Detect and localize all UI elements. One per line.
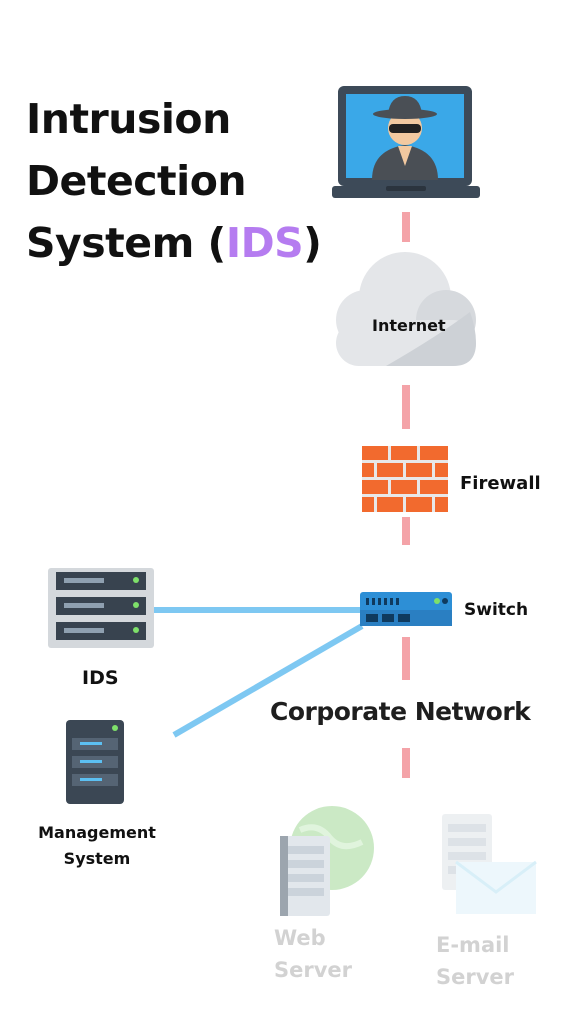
link-internet-firewall <box>402 385 410 429</box>
corporate-network-label: Corporate Network <box>270 697 531 726</box>
link-switch-network <box>402 637 410 680</box>
trunk-links <box>402 212 410 778</box>
web-server-label-line-2: Server <box>274 958 353 982</box>
switch-label: Switch <box>464 600 529 620</box>
email-server-icon <box>442 814 537 914</box>
link-network-servers <box>402 748 410 778</box>
management-label: Management System <box>0 820 194 872</box>
cloud-icon <box>336 252 476 366</box>
brick-wall-icon <box>362 446 448 512</box>
server-tower-icon <box>66 720 124 804</box>
web-server-label-line-1: Web <box>274 926 326 950</box>
server-rack-icon <box>48 568 154 648</box>
link-management-switch <box>172 623 364 738</box>
link-firewall-switch <box>402 517 410 545</box>
management-label-line-1: Management <box>38 823 156 842</box>
ids-label: IDS <box>82 667 119 689</box>
web-server-label: Web Server <box>274 922 352 986</box>
title-accent: IDS <box>225 219 304 267</box>
link-laptop-internet <box>402 212 410 242</box>
title-line-1: Intrusion <box>26 95 231 143</box>
firewall-label: Firewall <box>460 473 541 494</box>
title-line-3: System ( <box>26 219 226 267</box>
email-server-label-line-2: Server <box>436 965 515 989</box>
hacker-laptop-icon <box>332 86 480 198</box>
email-server-label-line-1: E-mail <box>436 933 510 957</box>
page-title: Intrusion Detection System (IDS) <box>26 88 322 274</box>
management-label-line-2: System <box>63 849 131 868</box>
internet-label: Internet <box>372 316 446 335</box>
network-switch-icon <box>360 592 452 626</box>
email-server-label: E-mail Server <box>436 929 514 993</box>
title-line-2: Detection <box>26 157 247 205</box>
title-line-3-end: ) <box>303 219 322 267</box>
web-server-icon <box>280 806 374 916</box>
